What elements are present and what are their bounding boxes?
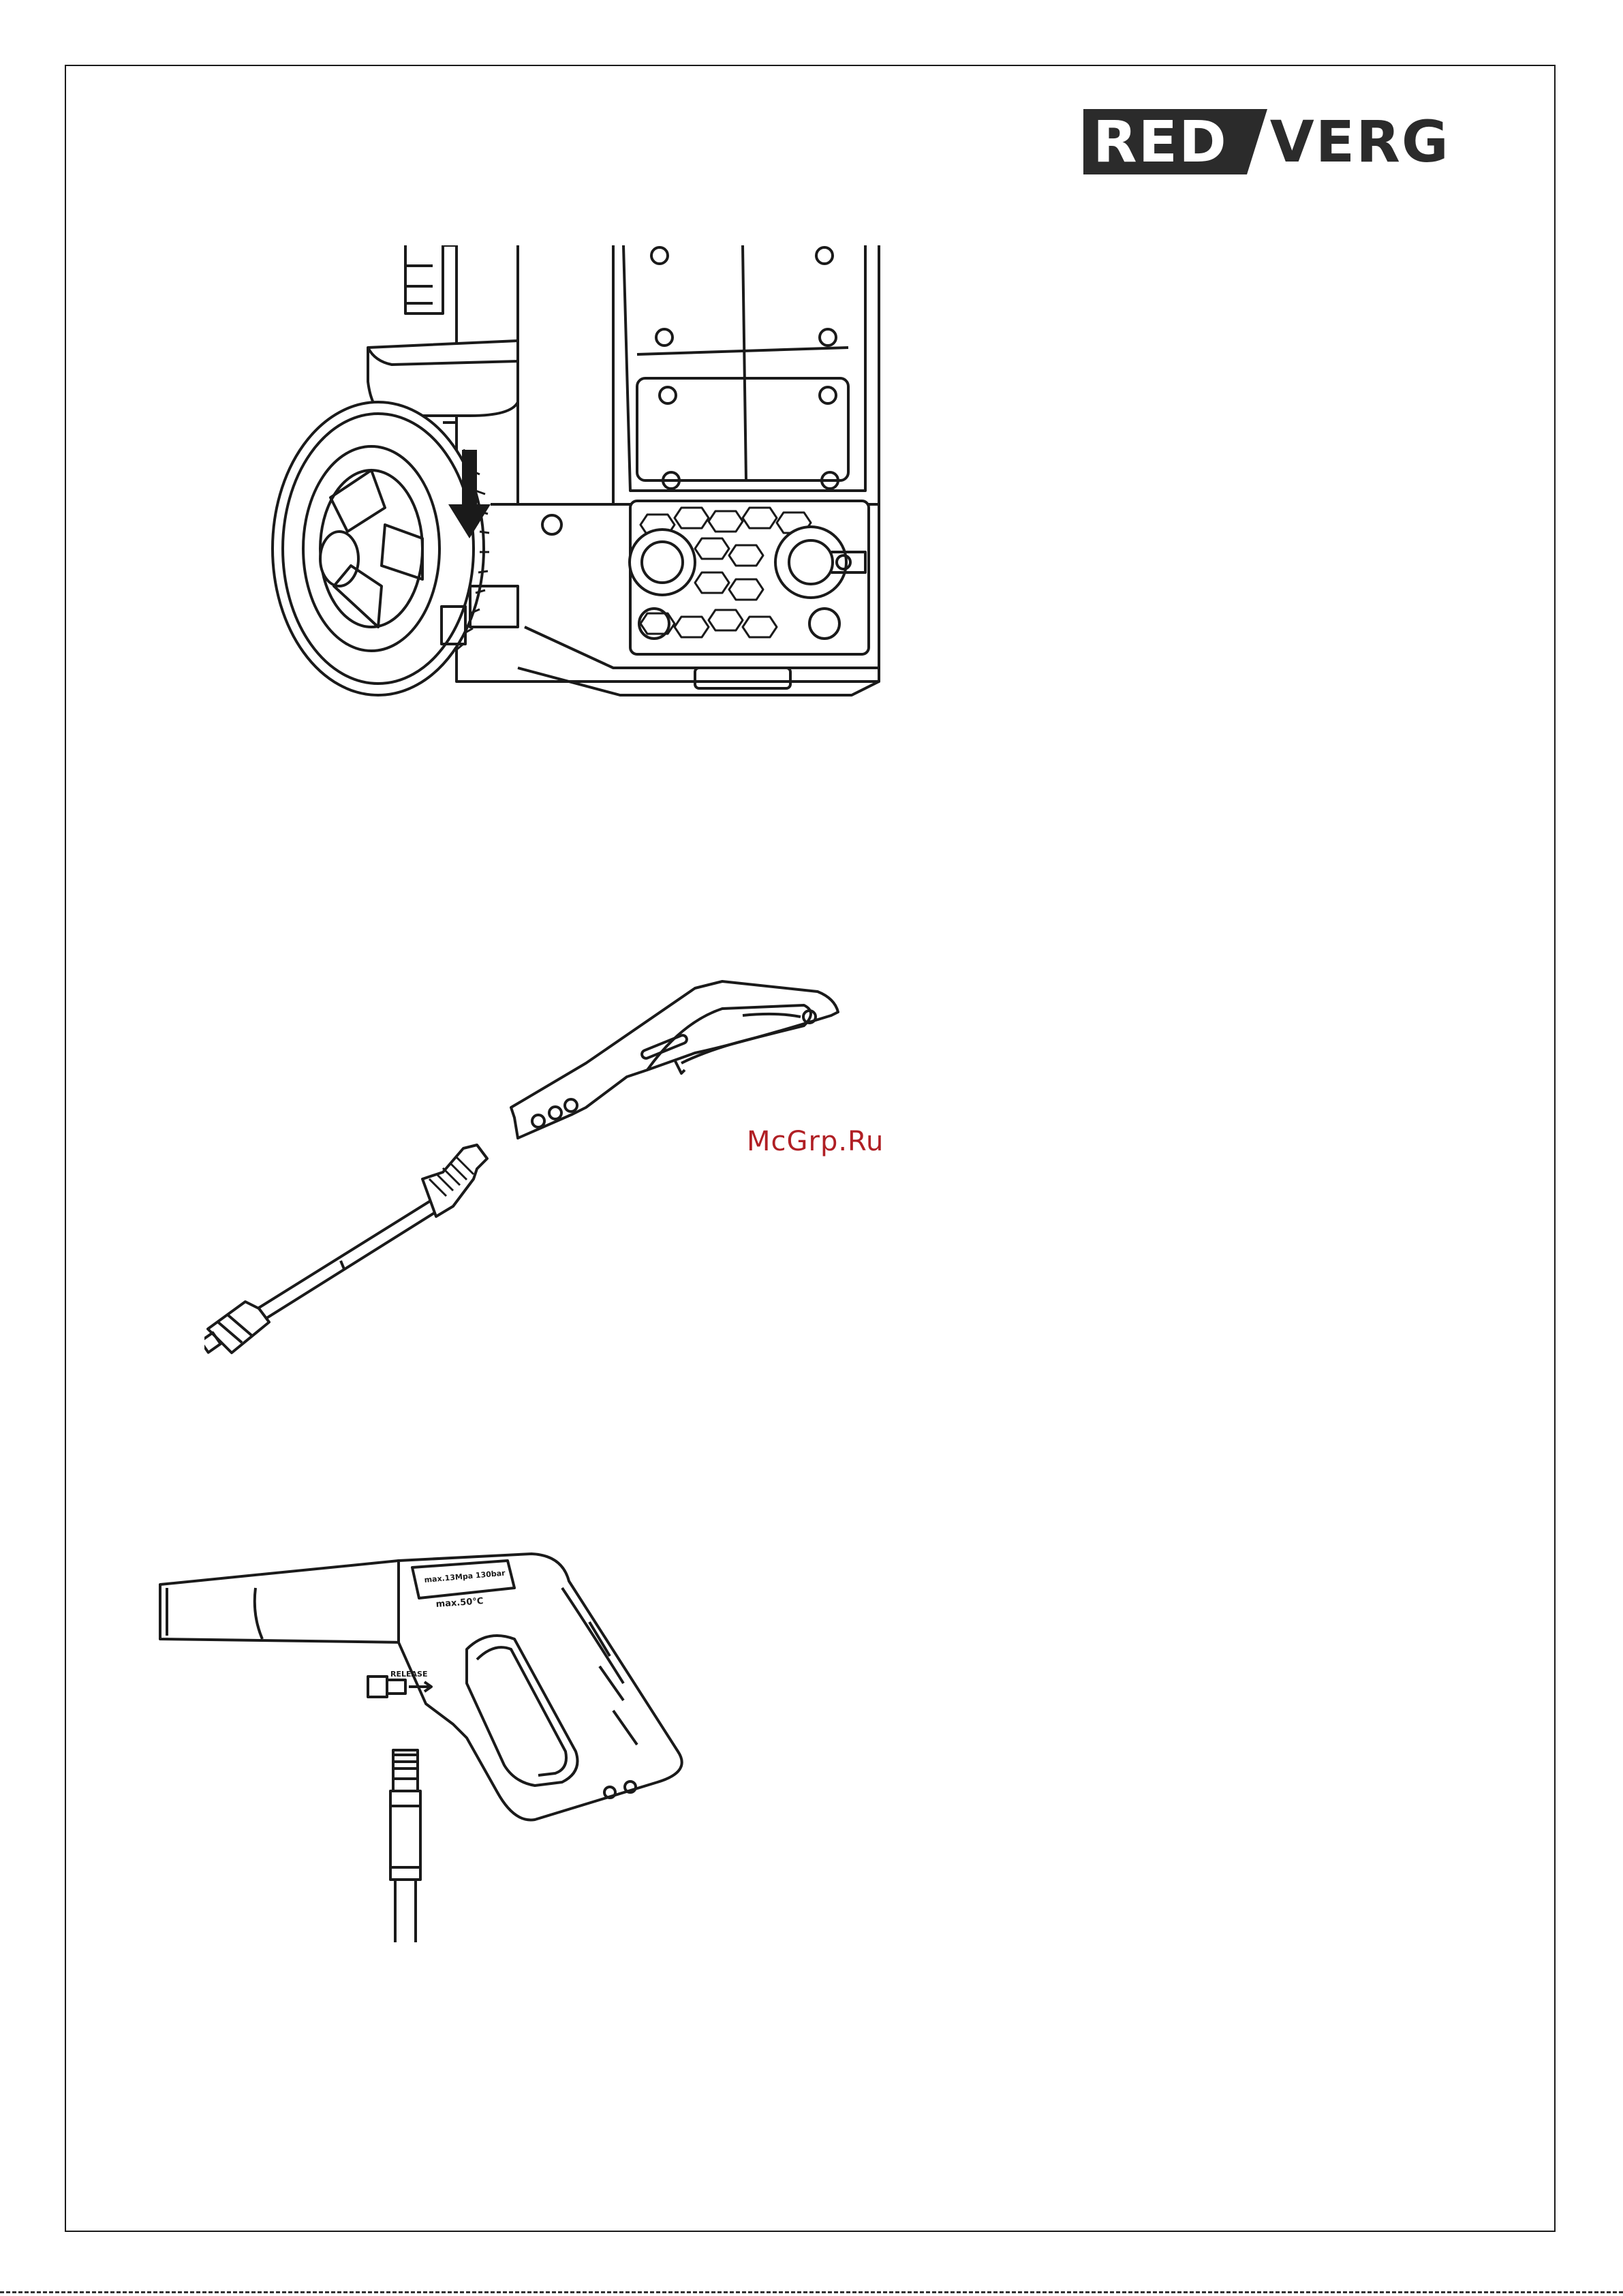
logo-verg-text: VERG — [1267, 109, 1450, 174]
logo-slash-icon — [1240, 109, 1267, 174]
spray-lance-illustration — [204, 975, 859, 1356]
spray-gun-illustration: max.13Mpa 130bar max.50°C RELEASE — [153, 1547, 712, 1942]
watermark-text: McGrp.Ru — [747, 1126, 884, 1157]
logo-red-text: RED — [1083, 109, 1240, 174]
gun-release-label: RELEASE — [390, 1670, 427, 1679]
brand-logo: RED VERG — [1083, 109, 1450, 174]
pressure-washer-illustration — [266, 245, 893, 722]
bottom-dashed-rule — [0, 2291, 1623, 2293]
